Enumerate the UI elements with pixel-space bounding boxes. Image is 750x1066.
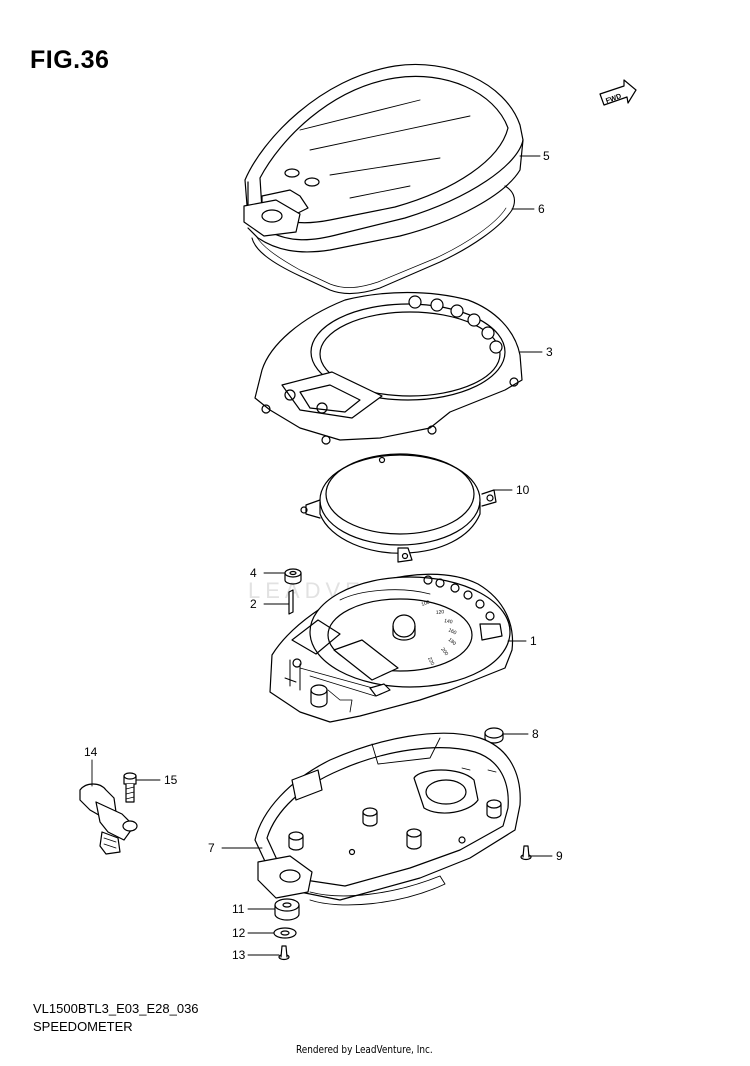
callout-8-label: 8 (532, 727, 539, 741)
callout-13-label: 13 (232, 948, 246, 962)
part-7-case-lower (254, 732, 521, 906)
dial-tick-180: 180 (447, 637, 457, 647)
callout-11-label: 11 (232, 902, 245, 916)
callout-3-label: 3 (546, 345, 553, 359)
model-code: VL1500BTL3_E03_E28_036 (33, 1001, 199, 1016)
part-10-ring (300, 453, 497, 563)
callout-7-label: 7 (208, 841, 215, 855)
callout-6: 6 (511, 202, 545, 216)
callout-10: 10 (493, 483, 530, 497)
part-12-washer (273, 927, 297, 939)
callout-4: 4 (250, 566, 286, 580)
callout-13: 13 (232, 948, 280, 962)
part-8-plug (484, 727, 504, 744)
part-5-cover (243, 63, 524, 253)
dial-tick-140: 140 (444, 618, 453, 625)
callout-2: 2 (250, 597, 290, 611)
part-2-pin (288, 589, 294, 615)
callout-15-label: 15 (164, 773, 178, 787)
dial-face (327, 598, 473, 672)
part-1-speedometer-assy: 100 120 140 160 180 200 220 (269, 573, 514, 723)
callout-5-label: 5 (543, 149, 550, 163)
dial-tick-labels: 100 120 140 160 180 200 220 (421, 599, 458, 666)
part-11-cushion (274, 898, 300, 921)
callout-4-label: 4 (250, 566, 257, 580)
callout-1: 1 (507, 634, 537, 648)
part-14-speed-sensor (79, 783, 138, 855)
dial-tick-220: 220 (426, 656, 435, 666)
callout-10-label: 10 (516, 483, 530, 497)
callout-12: 12 (232, 926, 275, 940)
render-credit: Rendered by LeadVenture, Inc. (296, 1043, 433, 1056)
callout-2-label: 2 (250, 597, 257, 611)
callout-6-label: 6 (538, 202, 545, 216)
dial-tick-100: 100 (421, 599, 431, 608)
callouts: 5 6 3 10 4 2 1 8 14 15 7 9 11 12 13 (84, 149, 563, 962)
part-13-screw (278, 945, 290, 961)
callout-14: 14 (84, 745, 98, 787)
fwd-arrow-icon: FWD (599, 79, 637, 106)
callout-12-label: 12 (232, 926, 246, 940)
part-15-bolt (123, 772, 137, 803)
part-name: SPEEDOMETER (33, 1019, 133, 1034)
dial-tick-160: 160 (447, 627, 457, 636)
callout-9-label: 9 (556, 849, 563, 863)
callout-7: 7 (208, 841, 263, 855)
callout-11: 11 (232, 902, 276, 916)
figure-title: FIG.36 (30, 46, 110, 74)
callout-9: 9 (529, 849, 563, 863)
callout-1-label: 1 (530, 634, 537, 648)
part-6-gasket (251, 185, 515, 295)
part-9-screw (520, 845, 532, 861)
part-3-case-upper (254, 291, 523, 445)
dial-tick-200: 200 (439, 647, 449, 657)
callout-14-label: 14 (84, 745, 98, 759)
callout-15: 15 (135, 773, 178, 787)
dial-tick-120: 120 (436, 609, 445, 616)
callout-8: 8 (502, 727, 539, 741)
callout-5: 5 (519, 149, 550, 163)
callout-3: 3 (519, 345, 553, 359)
